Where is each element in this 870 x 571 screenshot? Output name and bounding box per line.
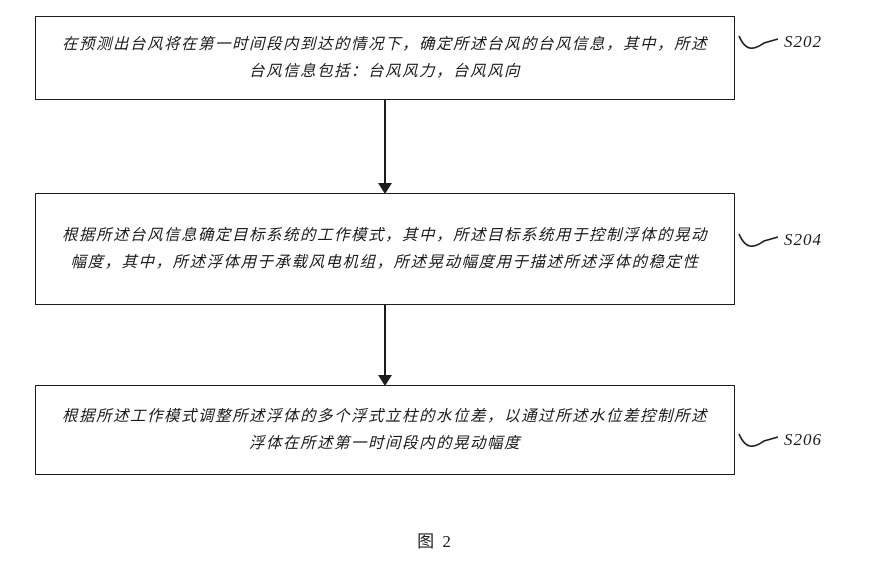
arrow-down-1-head-icon (378, 183, 392, 194)
label-connector-icon (738, 433, 779, 447)
step-label-group-2: S204 (738, 228, 822, 252)
step-label-group-1: S202 (738, 30, 822, 54)
step-label-s202: S202 (784, 32, 822, 51)
step-label-s204: S204 (784, 230, 822, 249)
flow-box-step-3: 根据所述工作模式调整所述浮体的多个浮式立柱的水位差，以通过所述水位差控制所述浮体… (35, 385, 735, 475)
step-label-group-3: S206 (738, 428, 822, 452)
flow-box-step-1-text: 在预测出台风将在第一时间段内到达的情况下，确定所述台风的台风信息，其中，所述台风… (62, 35, 709, 80)
figure-caption: 图 2 (417, 532, 453, 551)
flow-box-step-2-text: 根据所述台风信息确定目标系统的工作模式，其中，所述目标系统用于控制浮体的晃动幅度… (62, 226, 709, 271)
step-label-s206: S206 (784, 430, 822, 449)
flow-box-step-2: 根据所述台风信息确定目标系统的工作模式，其中，所述目标系统用于控制浮体的晃动幅度… (35, 193, 735, 305)
label-connector-icon (738, 35, 779, 49)
flow-box-step-1: 在预测出台风将在第一时间段内到达的情况下，确定所述台风的台风信息，其中，所述台风… (35, 16, 735, 100)
flow-box-step-3-text: 根据所述工作模式调整所述浮体的多个浮式立柱的水位差，以通过所述水位差控制所述浮体… (62, 407, 709, 452)
label-connector-icon (738, 233, 779, 247)
arrow-down-1 (384, 100, 386, 184)
arrow-down-2 (384, 305, 386, 376)
arrow-down-2-head-icon (378, 375, 392, 386)
